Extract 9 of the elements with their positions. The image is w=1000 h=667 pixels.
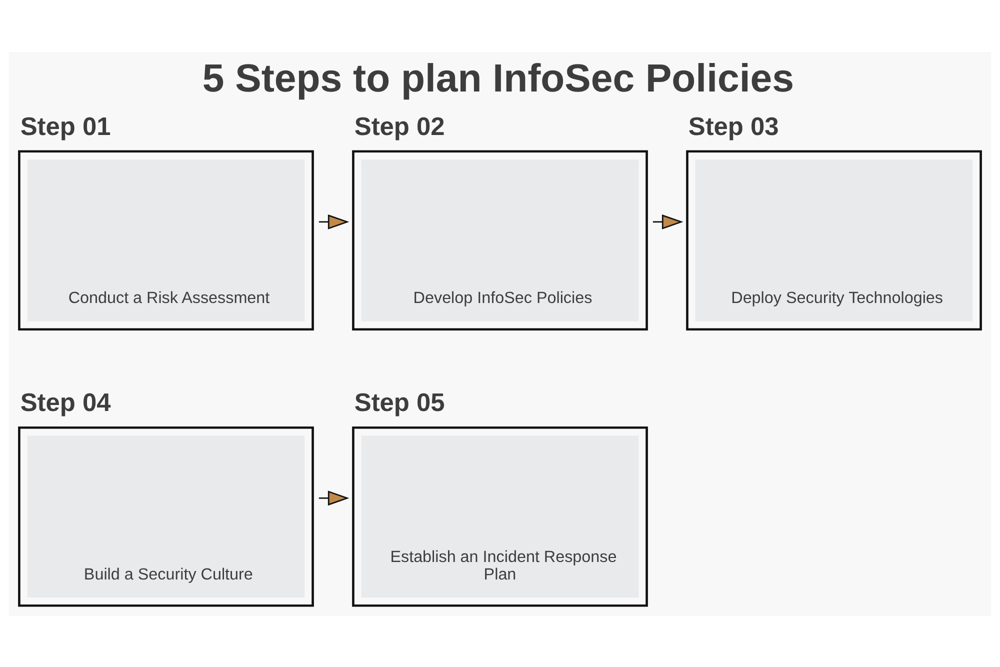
diagram-title: 5 Steps to plan InfoSec Policies: [202, 56, 794, 100]
node-label: Step 01: [20, 112, 111, 140]
node-label: Step 02: [354, 112, 445, 140]
arrow: [318, 214, 350, 229]
node-label: Step 04: [20, 388, 111, 416]
arrow: [652, 214, 684, 229]
node-label: Step 03: [688, 112, 779, 140]
arrow: [318, 490, 350, 506]
node-label: Step 05: [354, 388, 445, 416]
